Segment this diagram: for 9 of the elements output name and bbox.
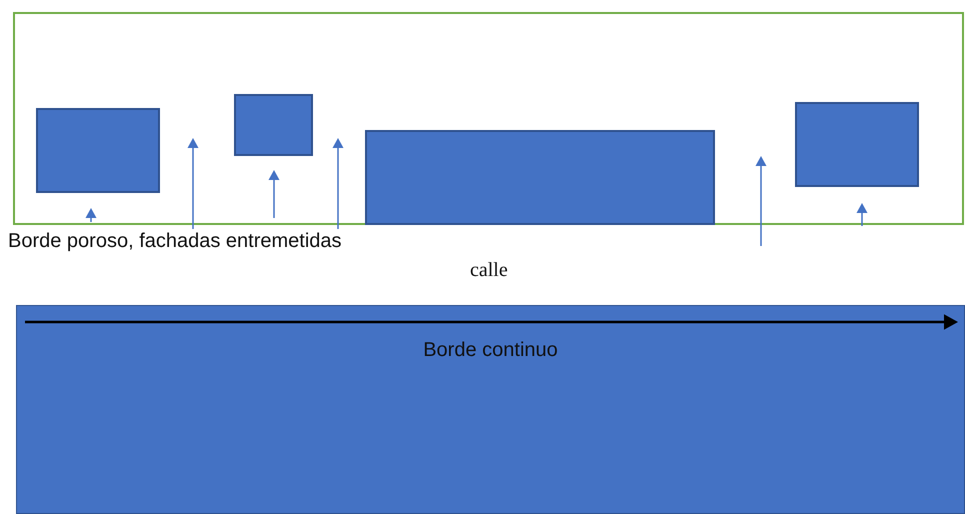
building-block (234, 94, 313, 156)
street-edge-label: Borde poroso, fachadas entremetidas (8, 230, 342, 253)
building-block (795, 102, 919, 187)
block-outline (13, 12, 964, 225)
building-block (16, 305, 965, 514)
building-block (36, 108, 160, 193)
building-block (365, 130, 715, 225)
street-label: calle (470, 259, 508, 282)
block-label: Borde continuo (423, 339, 558, 361)
